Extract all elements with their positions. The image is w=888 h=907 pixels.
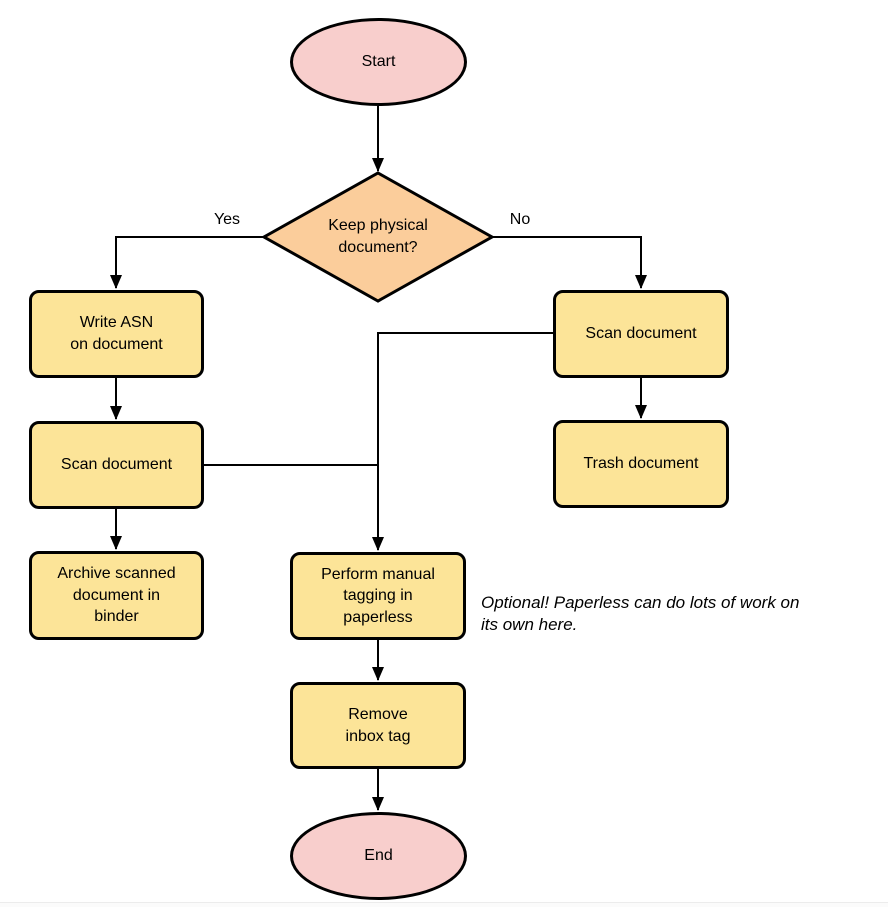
node-decision-label: Keep physical document? bbox=[278, 207, 478, 267]
node-scan-right-label: Scan document bbox=[585, 325, 697, 343]
node-end: End bbox=[290, 812, 467, 900]
node-archive-label: Archive scanned document in binder bbox=[57, 565, 176, 626]
node-end-label: End bbox=[364, 847, 393, 865]
node-trash-document: Trash document bbox=[553, 420, 729, 508]
node-start-label: Start bbox=[361, 53, 396, 71]
edge-scan-right-to-tagging bbox=[372, 332, 553, 551]
node-archive-binder: Archive scanned document in binder bbox=[29, 551, 204, 640]
node-remove-inbox-tag: Remove inbox tag bbox=[290, 682, 466, 769]
node-trash-label: Trash document bbox=[583, 455, 699, 473]
node-manual-tagging: Perform manual tagging in paperless bbox=[290, 552, 466, 640]
node-start: Start bbox=[290, 18, 467, 106]
edge-label-yes: Yes bbox=[213, 211, 241, 228]
node-scan-document-left: Scan document bbox=[29, 421, 204, 509]
decision-label-text: Keep physical document? bbox=[328, 216, 428, 256]
edge-label-no: No bbox=[509, 211, 531, 228]
edge-decision-yes-to-write-asn bbox=[110, 236, 264, 289]
node-scan-left-label: Scan document bbox=[60, 456, 173, 474]
node-write-asn-label: Write ASN on document bbox=[70, 314, 163, 353]
edge-decision-no-to-scan-right bbox=[492, 236, 647, 289]
node-scan-document-right: Scan document bbox=[553, 290, 729, 378]
node-tagging-label: Perform manual tagging in paperless bbox=[321, 565, 435, 626]
page-bottom-divider bbox=[0, 902, 888, 907]
optional-note: Optional! Paperless can do lots of work … bbox=[481, 593, 800, 635]
node-remove-inbox-label: Remove inbox tag bbox=[345, 705, 411, 745]
node-write-asn: Write ASN on document bbox=[29, 290, 204, 378]
decision-diamond-shape bbox=[260, 171, 496, 303]
